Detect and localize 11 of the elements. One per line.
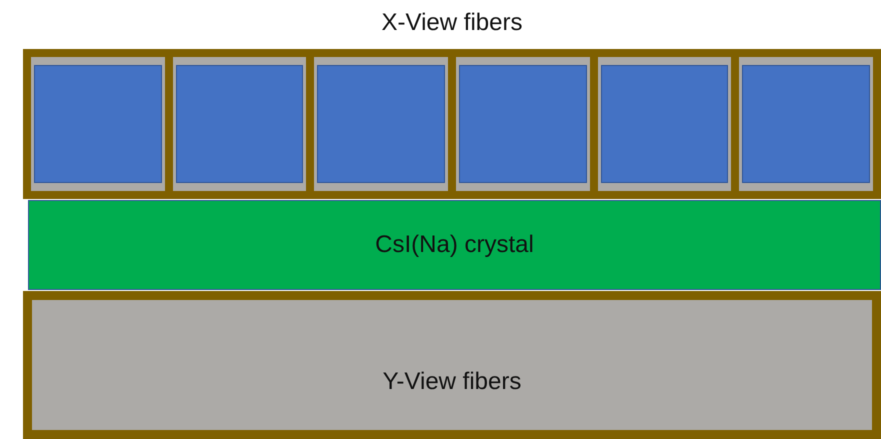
layer-label: X-View fibers [380,8,524,38]
fiber-cell [598,57,732,191]
fiber-cell [456,57,590,191]
fiber-cell [172,57,306,191]
fiber-cell [314,57,448,191]
layer-label: Y-View fibers [382,367,522,397]
fiber-cell [31,57,165,191]
crystal-layer [28,200,881,290]
layer-label: CsI(Na) crystal [375,230,534,260]
fiber-layer [23,291,881,439]
fiber-cell [739,57,874,191]
